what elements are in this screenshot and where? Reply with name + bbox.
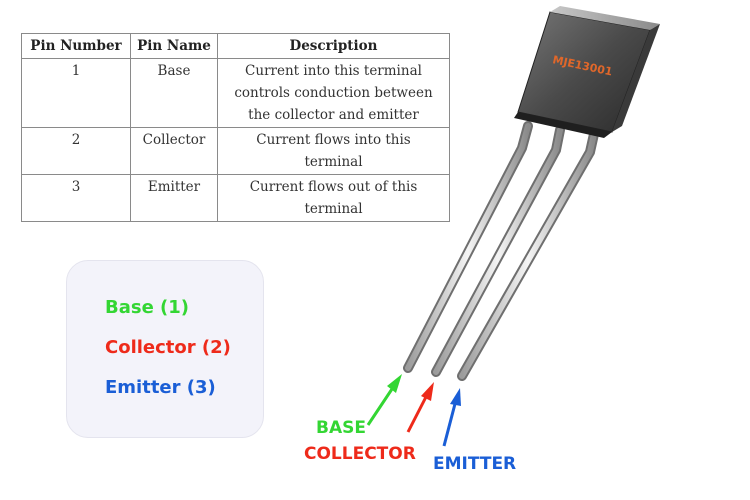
collector-arrow-icon xyxy=(406,392,430,433)
legend-item-base: Base (1) xyxy=(105,297,190,318)
cell-pin-name: Collector xyxy=(130,127,218,175)
emitter-arrow-icon xyxy=(442,399,458,447)
transistor-leads xyxy=(403,121,599,381)
cell-description: Current flows out of this terminal xyxy=(217,174,450,222)
table-row: 1 Base Current into this terminal contro… xyxy=(21,58,450,128)
transistor-body: MJE13001 xyxy=(514,6,660,138)
pin-arrows xyxy=(366,374,461,447)
header-pin-number: Pin Number xyxy=(21,33,131,59)
cell-description: Current into this terminal controls cond… xyxy=(217,58,450,128)
description-line: the collector and emitter xyxy=(248,107,419,123)
description-line: Current flows into this xyxy=(256,132,411,148)
description-line: controls conduction between xyxy=(234,85,433,101)
legend-item-emitter: Emitter (3) xyxy=(105,377,216,398)
emitter-pin-label: EMITTER xyxy=(433,454,516,474)
pin-description-table: Pin Number Pin Name Description 1 Base C… xyxy=(21,33,450,222)
cell-pin-number: 1 xyxy=(21,58,131,128)
legend-item-collector: Collector (2) xyxy=(105,337,231,358)
cell-pin-number: 3 xyxy=(21,174,131,222)
cell-pin-name: Emitter xyxy=(130,174,218,222)
pin-legend-box: Base (1) Collector (2) Emitter (3) xyxy=(66,260,264,438)
collector-pin-label: COLLECTOR xyxy=(304,444,416,464)
base-arrow-icon xyxy=(366,382,398,426)
table-row: 3 Emitter Current flows out of this term… xyxy=(21,174,450,222)
description-line: Current flows out of this xyxy=(249,179,418,195)
table-header-row: Pin Number Pin Name Description xyxy=(21,33,450,59)
cell-pin-name: Base xyxy=(130,58,218,128)
description-line: terminal xyxy=(304,201,363,217)
description-line: Current into this terminal xyxy=(245,63,422,79)
header-pin-name: Pin Name xyxy=(130,33,218,59)
description-line: terminal xyxy=(304,154,363,170)
base-pin-label: BASE xyxy=(316,418,366,438)
